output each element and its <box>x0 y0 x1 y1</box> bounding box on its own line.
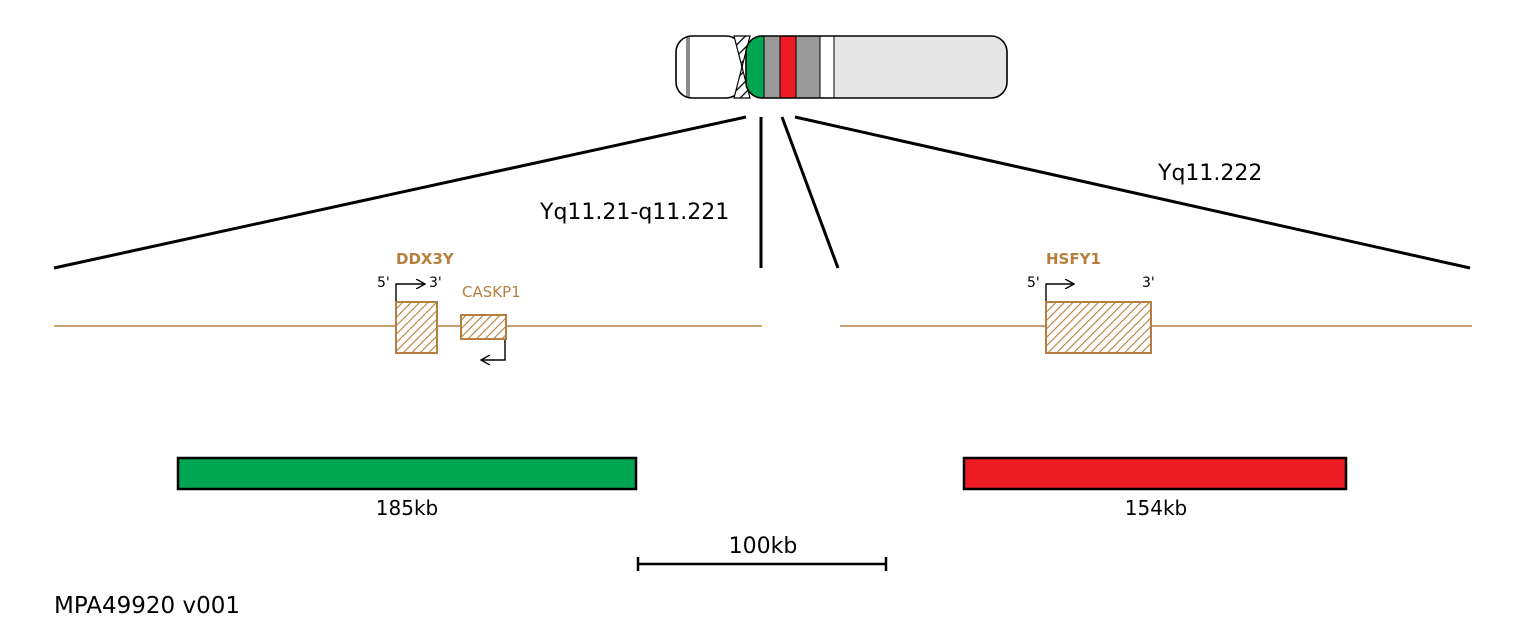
ddx3y-box <box>395 301 438 354</box>
chromosome-ideogram <box>675 35 1008 99</box>
red-probe-bar <box>962 456 1348 491</box>
q-arm <box>746 36 1007 98</box>
green-probe-size: 185kb <box>376 496 438 520</box>
hsfy1-direction-arrow <box>1045 284 1073 301</box>
region-label-right: Yq11.222 <box>1157 161 1262 186</box>
ddx3y-3prime: 3' <box>429 275 442 291</box>
hsfy1-box <box>1045 301 1152 354</box>
p-arm <box>676 36 742 98</box>
ddx3y-5prime: 5' <box>377 275 390 291</box>
hsfy1-5prime: 5' <box>1027 275 1040 291</box>
caskp1-direction-arrow <box>482 340 506 360</box>
green-probe-bar <box>176 456 638 491</box>
gene-name-caskp1: CASKP1 <box>462 283 521 301</box>
gene-caskp1: CASKP1 <box>460 283 521 360</box>
gene-hsfy1: HSFY1 5' 3' <box>1027 250 1155 354</box>
scale-bar <box>636 557 888 571</box>
region-label-left: Yq11.21-q11.221 <box>539 200 729 225</box>
product-code: MPA49920 v001 <box>54 593 240 619</box>
gene-name-ddx3y: DDX3Y <box>396 250 455 268</box>
green-band <box>746 36 764 98</box>
ddx3y-direction-arrow <box>395 284 424 301</box>
caskp1-box <box>460 314 507 340</box>
hsfy1-3prime: 3' <box>1142 275 1155 291</box>
scale-bar-label: 100kb <box>729 534 798 559</box>
gene-ddx3y: DDX3Y 5' 3' <box>377 250 455 354</box>
red-band <box>780 36 796 98</box>
gene-name-hsfy1: HSFY1 <box>1046 250 1101 268</box>
red-probe-size: 154kb <box>1125 496 1187 520</box>
zoom-lines <box>53 115 1471 270</box>
